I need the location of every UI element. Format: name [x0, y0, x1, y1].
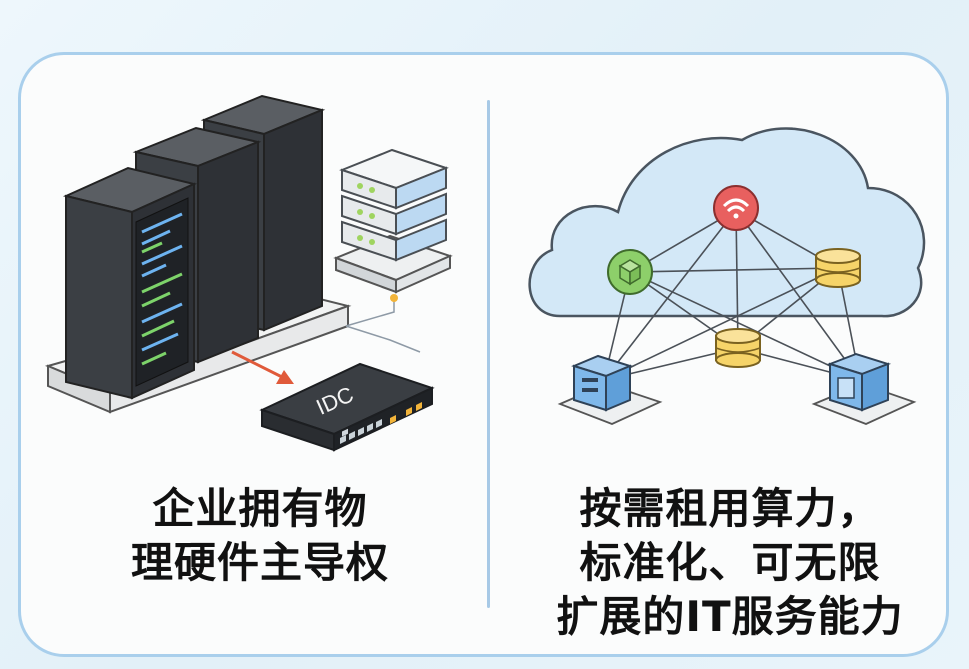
security-box-icon: [607, 249, 653, 295]
left-caption-line: 企业拥有物: [152, 484, 368, 533]
left-caption-line: 理硬件主导权: [130, 538, 389, 587]
right-panel-illustration: [528, 127, 926, 425]
right-caption-line: 按需租用算力，: [579, 484, 881, 533]
server-cube-icon: [811, 352, 917, 425]
database-icon: [715, 328, 761, 368]
wifi-icon: [713, 185, 759, 231]
left-caption: 企业拥有物 理硬件主导权: [90, 482, 430, 590]
right-caption-line: 扩展的IT服务能力: [556, 592, 904, 641]
storage-stack-icon: [333, 148, 453, 294]
left-panel-illustration: IDC: [44, 94, 453, 452]
arrow-icon: [231, 350, 294, 384]
right-caption: 按需租用算力， 标准化、可无限 扩展的IT服务能力: [520, 482, 940, 644]
panel-divider: [487, 100, 490, 608]
database-icon: [815, 248, 861, 288]
network-cable: [345, 294, 421, 353]
idc-switch-icon: IDC: [259, 362, 435, 452]
server-rack-icon: [62, 166, 198, 400]
server-cube-icon: [557, 354, 663, 425]
right-caption-line: 标准化、可无限: [579, 538, 881, 587]
